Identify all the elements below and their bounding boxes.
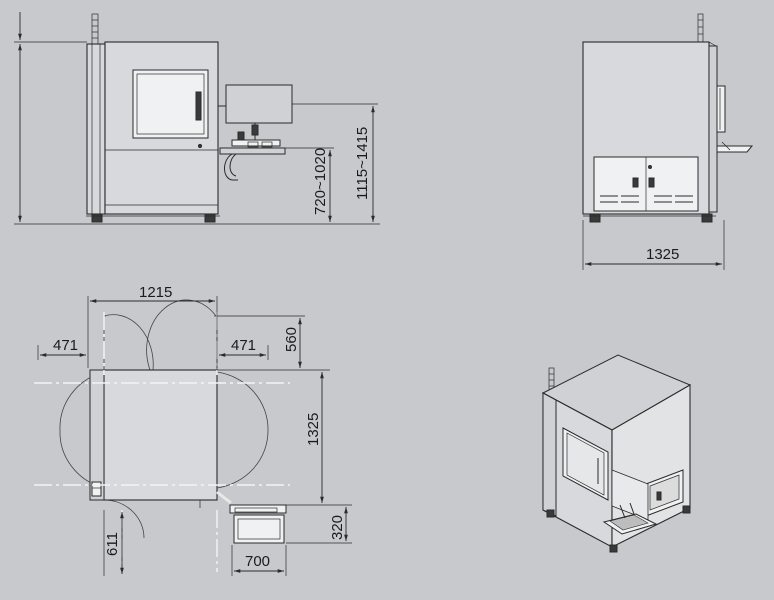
vent-slots [600, 195, 693, 203]
dim-monitor-height: 1115~1415 [354, 127, 371, 200]
dim-tray-offset: 320 [329, 515, 346, 540]
top-dimensions: 1215 471 471 560 1325 320 700 611 [37, 284, 352, 576]
dim-tray-width: 700 [245, 553, 270, 570]
signal-tower-icon [91, 13, 99, 45]
side-dimensions: 1325 [582, 220, 725, 270]
signal-tower-icon [697, 13, 704, 43]
dim-door-depth: 560 [283, 327, 300, 352]
dim-side-depth: 1325 [646, 246, 679, 263]
dim-front-clearance: 611 [104, 532, 121, 556]
dim-top-width: 1215 [139, 284, 172, 301]
dim-door-right: 471 [231, 337, 256, 354]
isometric-view [541, 354, 692, 553]
dim-top-depth: 1325 [305, 413, 322, 446]
dim-door-left: 471 [53, 337, 78, 354]
front-dimensions: 720~1020 1115~1415 [14, 12, 380, 225]
front-view [86, 13, 293, 223]
dim-table-height: 720~1020 [312, 148, 329, 215]
top-view [59, 299, 287, 544]
side-view [582, 13, 754, 223]
